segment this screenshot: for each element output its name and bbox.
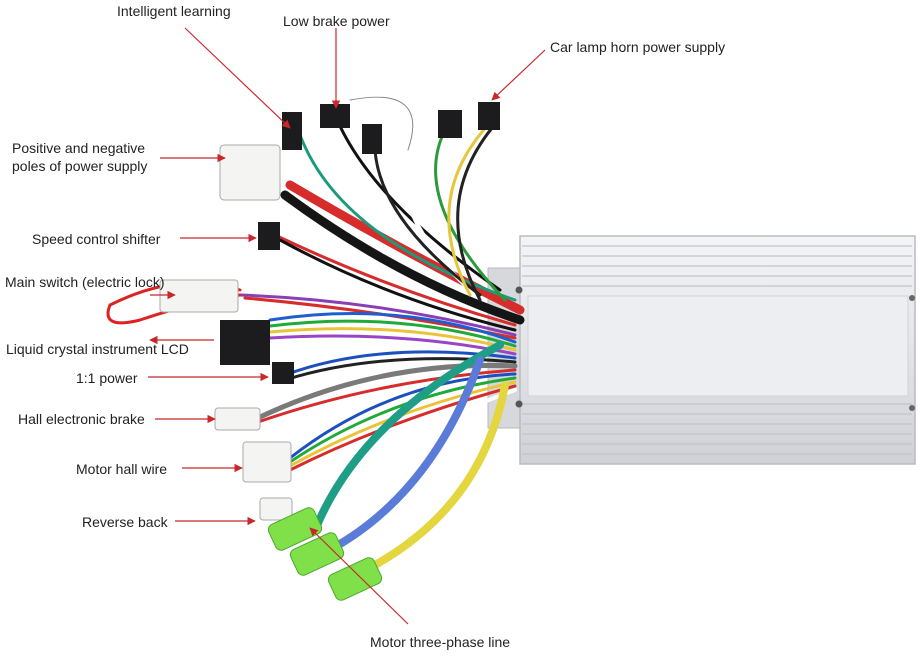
power11-connector <box>272 362 294 384</box>
label-power-poles-1: Positive and negative <box>12 140 146 156</box>
brake-power-connector <box>320 104 350 128</box>
label-reverse: Reverse back <box>82 514 168 530</box>
aux-connector <box>362 124 382 154</box>
arrow-lamp-horn <box>491 49 546 101</box>
lamp-connector-a <box>438 110 462 138</box>
connectors <box>159 102 500 601</box>
reverse-connector <box>259 497 293 521</box>
power-connector <box>219 144 281 201</box>
controller-housing <box>487 235 916 465</box>
speed-connector <box>258 222 280 250</box>
label-motor-hall: Motor hall wire <box>76 461 168 477</box>
phase-terminal-1 <box>267 507 323 551</box>
phase-terminal-3 <box>327 557 383 601</box>
arrow-intelligent-learning <box>184 27 291 129</box>
callout-arrows <box>148 27 546 625</box>
switch-connector <box>159 279 239 313</box>
brake-connector <box>214 407 261 431</box>
label-low-brake-power: Low brake power <box>283 13 390 29</box>
lamp-connector-b <box>478 102 500 130</box>
label-hall-brake: Hall electronic brake <box>18 411 145 427</box>
label-lcd: Liquid crystal instrument LCD <box>6 341 189 357</box>
phase-terminal-2 <box>289 532 345 576</box>
arrow-three-phase <box>309 527 409 625</box>
label-power-1-1: 1:1 power <box>76 370 138 386</box>
lcd-connector <box>220 320 270 365</box>
hall-connector <box>242 441 292 483</box>
label-speed-control: Speed control shifter <box>32 231 161 247</box>
wire-harness <box>106 93 525 584</box>
label-main-switch: Main switch (electric lock) <box>5 274 165 290</box>
label-car-lamp-horn: Car lamp horn power supply <box>550 39 726 55</box>
learning-connector <box>282 112 302 150</box>
label-three-phase: Motor three-phase line <box>370 634 511 650</box>
label-power-poles-2: poles of power supply <box>12 158 148 174</box>
label-intelligent-learning: Intelligent learning <box>117 3 231 19</box>
